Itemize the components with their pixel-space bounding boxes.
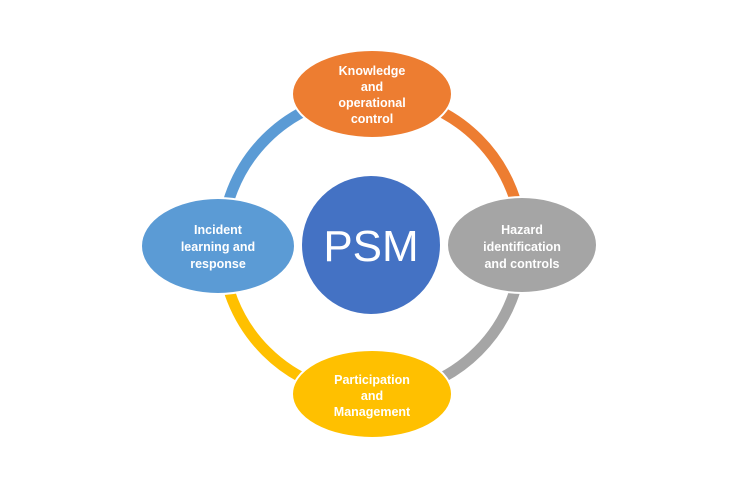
node-bottom-line: Management [334, 405, 411, 419]
node-top-line: Knowledge [339, 64, 406, 78]
center-node: PSM [302, 176, 440, 314]
node-top-ellipse [291, 49, 453, 139]
node-right-line: identification [483, 240, 561, 254]
node-left-line: Incident [194, 223, 243, 237]
node-bottom-line: Participation [334, 373, 410, 387]
node-top-line: operational [338, 96, 405, 110]
node-top-line: control [351, 112, 393, 126]
node-right: Hazard identification and controls [446, 196, 598, 294]
node-top-line: and [361, 80, 383, 94]
node-left-ellipse [140, 197, 296, 295]
center-circle [302, 176, 440, 314]
node-left-line: learning and [181, 240, 255, 254]
center-label: PSM [323, 222, 418, 271]
node-bottom-ellipse [291, 349, 453, 439]
node-left-line: response [190, 257, 246, 271]
node-bottom-line: and [361, 389, 383, 403]
node-bottom: Participation and Management [291, 349, 453, 439]
node-right-line: Hazard [501, 223, 543, 237]
node-left: Incident learning and response [140, 197, 296, 295]
node-right-line: and controls [484, 257, 559, 271]
node-right-ellipse [446, 196, 598, 294]
node-top: Knowledge and operational control [291, 49, 453, 139]
